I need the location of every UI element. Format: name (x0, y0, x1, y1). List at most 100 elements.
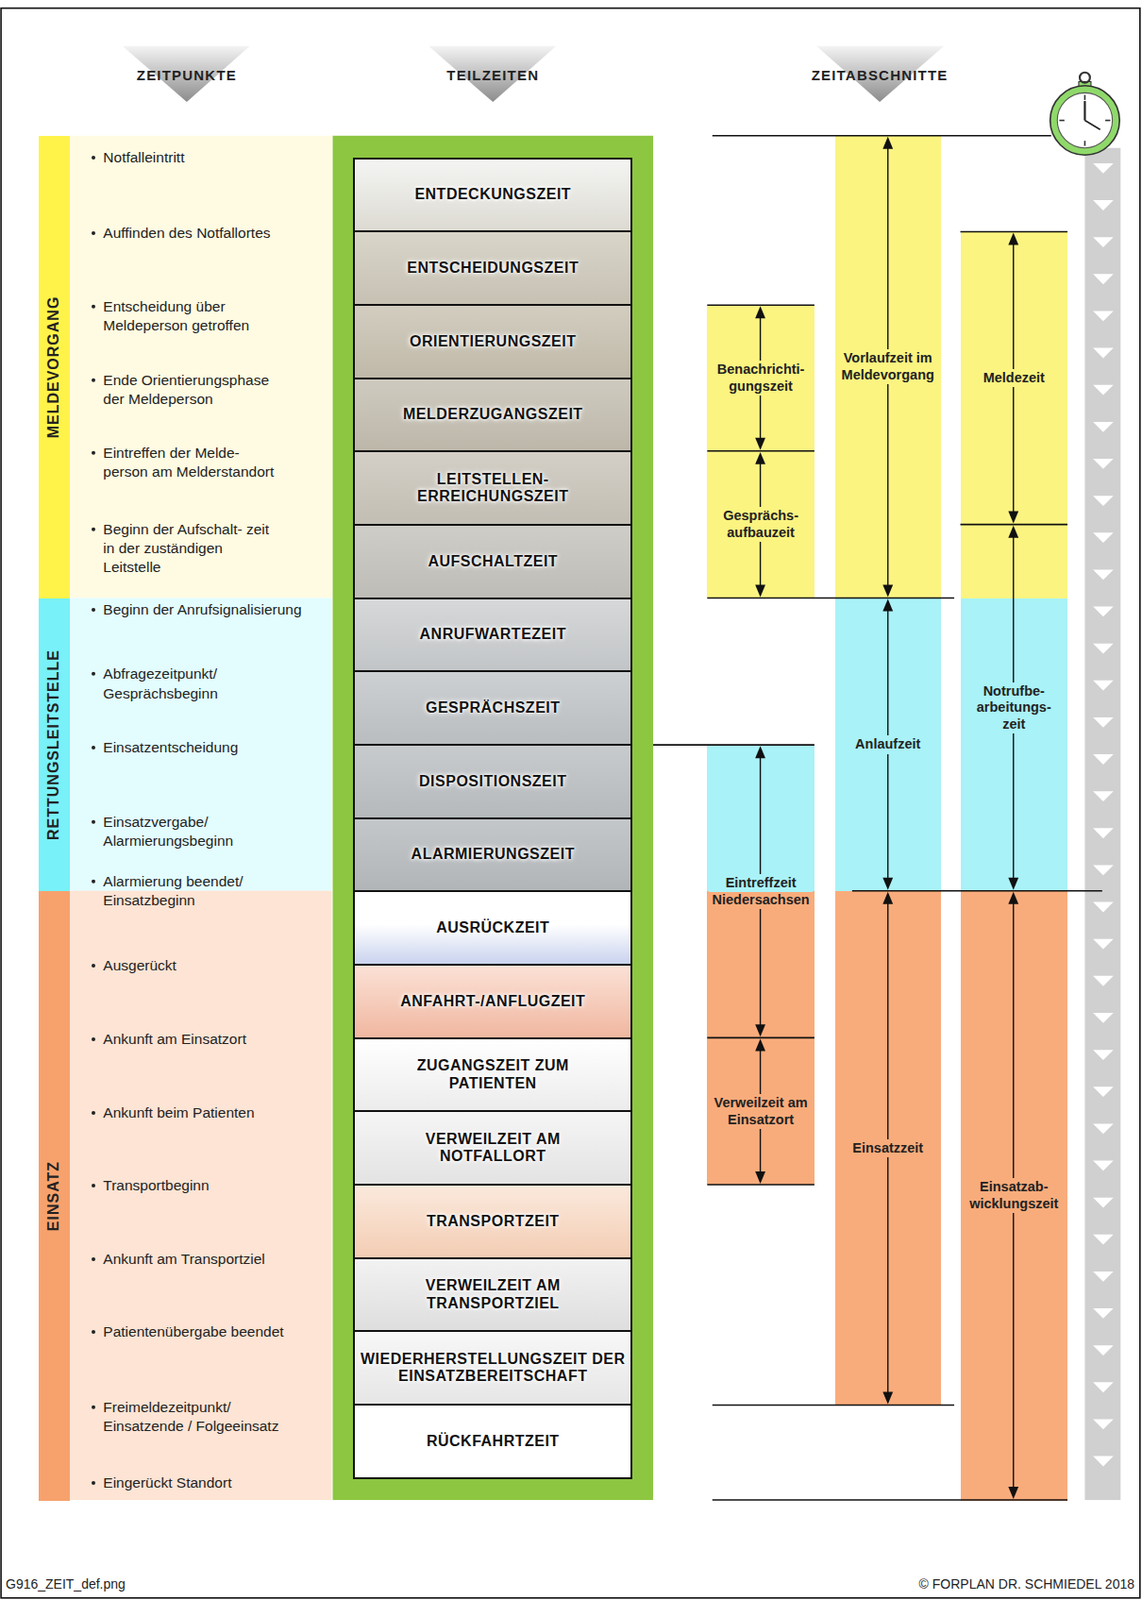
time-bar-triangle (1092, 939, 1114, 950)
arrow-head (882, 891, 893, 905)
arrow-head (755, 1171, 766, 1184)
boundary-line (706, 597, 955, 600)
bullet-dot (91, 154, 96, 159)
time-point-item: Ankunft beim Patienten (91, 1103, 254, 1123)
arrow-head (882, 584, 893, 597)
time-bar-triangle (1092, 1197, 1114, 1209)
time-point-text: Notfalleintritt (102, 147, 185, 167)
bullet-dot (91, 451, 96, 455)
time-bar-triangle (1092, 754, 1114, 765)
time-bar-triangle (1092, 606, 1114, 618)
partial-time-box: LEITSTELLEN- ERREICHUNGSZEIT (352, 450, 633, 526)
time-point-text: Beginn der Anrufsignalisierung (102, 599, 302, 619)
time-bar-triangle (1092, 273, 1114, 285)
boundary-line (712, 1404, 955, 1407)
bullet-dot (91, 606, 96, 611)
time-point-text: Patientenübergabe beendet (102, 1322, 284, 1342)
time-point-item: Eintreffen der Melde- person am Melderst… (91, 443, 283, 482)
bullet-dot (91, 1405, 96, 1410)
time-bar-triangle (1092, 827, 1114, 839)
bullet-dot (91, 1110, 96, 1115)
arrow-head (1007, 525, 1019, 538)
time-bar-triangle (1092, 1456, 1114, 1467)
time-point-text: Auffinden des Notfallortes (102, 222, 270, 242)
time-point-text: Entscheidung über Meldeperson getroffen (102, 297, 269, 336)
partial-time-box: WIEDERHERSTELLUNGSZEIT DER EINSATZBEREIT… (352, 1329, 633, 1406)
time-point-text: Ankunft am Einsatzort (102, 1029, 247, 1049)
page-frame (0, 8, 1141, 1598)
time-bar-triangle (1092, 1160, 1114, 1172)
dimension-arrow (759, 316, 761, 440)
partial-time-name: DISPOSITIONSZEIT (419, 772, 567, 790)
boundary-line (852, 890, 1103, 892)
time-point-item: Freimeldezeitpunkt/ Einsatzende / Folgee… (91, 1397, 292, 1436)
time-bar-triangle (1092, 1049, 1114, 1060)
time-bar-triangle (1092, 1344, 1114, 1356)
section-ground (69, 890, 333, 1500)
time-point-text: Freimeldezeitpunkt/ Einsatzende / Folgee… (102, 1397, 292, 1436)
time-point-item: Transportbeginn (91, 1175, 209, 1195)
partial-time-box: ALARMIERUNGSZEIT (352, 817, 633, 893)
partial-time-box: ZUGANGSZEIT ZUM PATIENTEN (352, 1037, 633, 1113)
boundary-line (706, 1183, 815, 1186)
section-band: MELDEVORGANG (38, 135, 69, 599)
arrow-head (882, 599, 893, 612)
dimension-arrow (1012, 536, 1014, 880)
dimension-arrow (759, 755, 761, 1026)
time-span-name: Verweilzeit am Einsatzort (708, 1093, 813, 1129)
column-header-text: ZEITPUNKTE (136, 66, 237, 83)
partial-time-name: ORIENTIERUNGSZEIT (409, 333, 577, 351)
bullet-dot (91, 744, 96, 749)
stopwatch-ring (1079, 72, 1091, 84)
time-point-text: Eintreffen der Melde- person am Melderst… (102, 443, 283, 482)
partial-time-name: TRANSPORTZEIT (426, 1212, 560, 1230)
time-point-text: Einsatzvergabe/ Alarmierungsbeginn (102, 812, 292, 851)
stopwatch-tick (1105, 119, 1110, 122)
time-point-item: Auffinden des Notfallortes (91, 222, 270, 242)
partial-time-name: VERWEILZEIT AM TRANSPORTZIEL (393, 1276, 592, 1312)
time-bar-triangle (1092, 717, 1114, 728)
time-point-item: Ende Orientierungsphase der Meldeperson (91, 370, 287, 409)
partial-time-name: RÜCKFAHRTZEIT (426, 1432, 560, 1450)
footer-text: © FORPLAN DR. SCHMIEDEL 2018 (919, 1576, 1135, 1592)
column-header: ZEITPUNKTE (136, 66, 237, 83)
time-point-text: Beginn der Aufschalt- zeit in der zustän… (102, 519, 273, 576)
arrow-head (755, 437, 766, 451)
time-point-item: Notfalleintritt (91, 147, 185, 167)
partial-time-name: LEITSTELLEN- ERREICHUNGSZEIT (393, 470, 592, 506)
time-span-name: Eintreffzeit Niedersachsen (708, 873, 813, 909)
section-band: RETTUNGSLEITSTELLE (38, 598, 69, 891)
time-point-item: Patientenübergabe beendet (91, 1322, 284, 1342)
bullet-dot (91, 304, 96, 309)
time-span-name: Anlaufzeit (853, 735, 923, 754)
partial-time-name: WIEDERHERSTELLUNGSZEIT DER EINSATZBEREIT… (358, 1350, 627, 1386)
footer-text: G916_ZEIT_def.png (5, 1576, 126, 1592)
arrow-head (755, 305, 766, 319)
dimension-arrow (887, 902, 889, 1394)
dimension-arrow (759, 1048, 761, 1174)
time-bar (1084, 148, 1121, 1500)
time-point-item: Einsatzvergabe/ Alarmierungsbeginn (91, 812, 292, 851)
section-heading: EINSATZ (45, 1160, 63, 1231)
time-point-item: Abfragezeitpunkt/ Gesprächsbeginn (91, 664, 292, 703)
time-point-item: Ankunft am Transportziel (91, 1249, 265, 1269)
time-span-name: Einsatzzeit (850, 1139, 925, 1158)
bullet-dot (91, 1329, 96, 1334)
footer-note: G916_ZEIT_def.png (5, 1576, 126, 1592)
time-point-item: Beginn der Aufschalt- zeit in der zustän… (91, 519, 273, 576)
time-span-name: Benachrichti- gungszeit (708, 360, 813, 396)
arrow-head (1007, 511, 1019, 524)
partial-time-name: ANRUFWARTEZEIT (419, 625, 567, 643)
time-point-text: Ende Orientierungsphase der Meldeperson (102, 370, 287, 409)
time-span-name: Meldezeit (981, 369, 1047, 387)
partial-time-name: ENTSCHEIDUNGSZEIT (406, 259, 579, 277)
time-bar-triangle (1092, 1012, 1114, 1024)
partial-time-name: ENTDECKUNGSZEIT (414, 185, 571, 203)
partial-time-name: ALARMIERUNGSZEIT (411, 845, 575, 863)
arrow-head (1007, 1486, 1019, 1499)
stopwatch-tick (1084, 95, 1087, 101)
time-span-name: Einsatzab- wicklungszeit (962, 1177, 1067, 1213)
time-bar-triangle (1092, 163, 1114, 174)
time-bar-triangle (1092, 975, 1114, 987)
bullet-dot (91, 1257, 96, 1261)
